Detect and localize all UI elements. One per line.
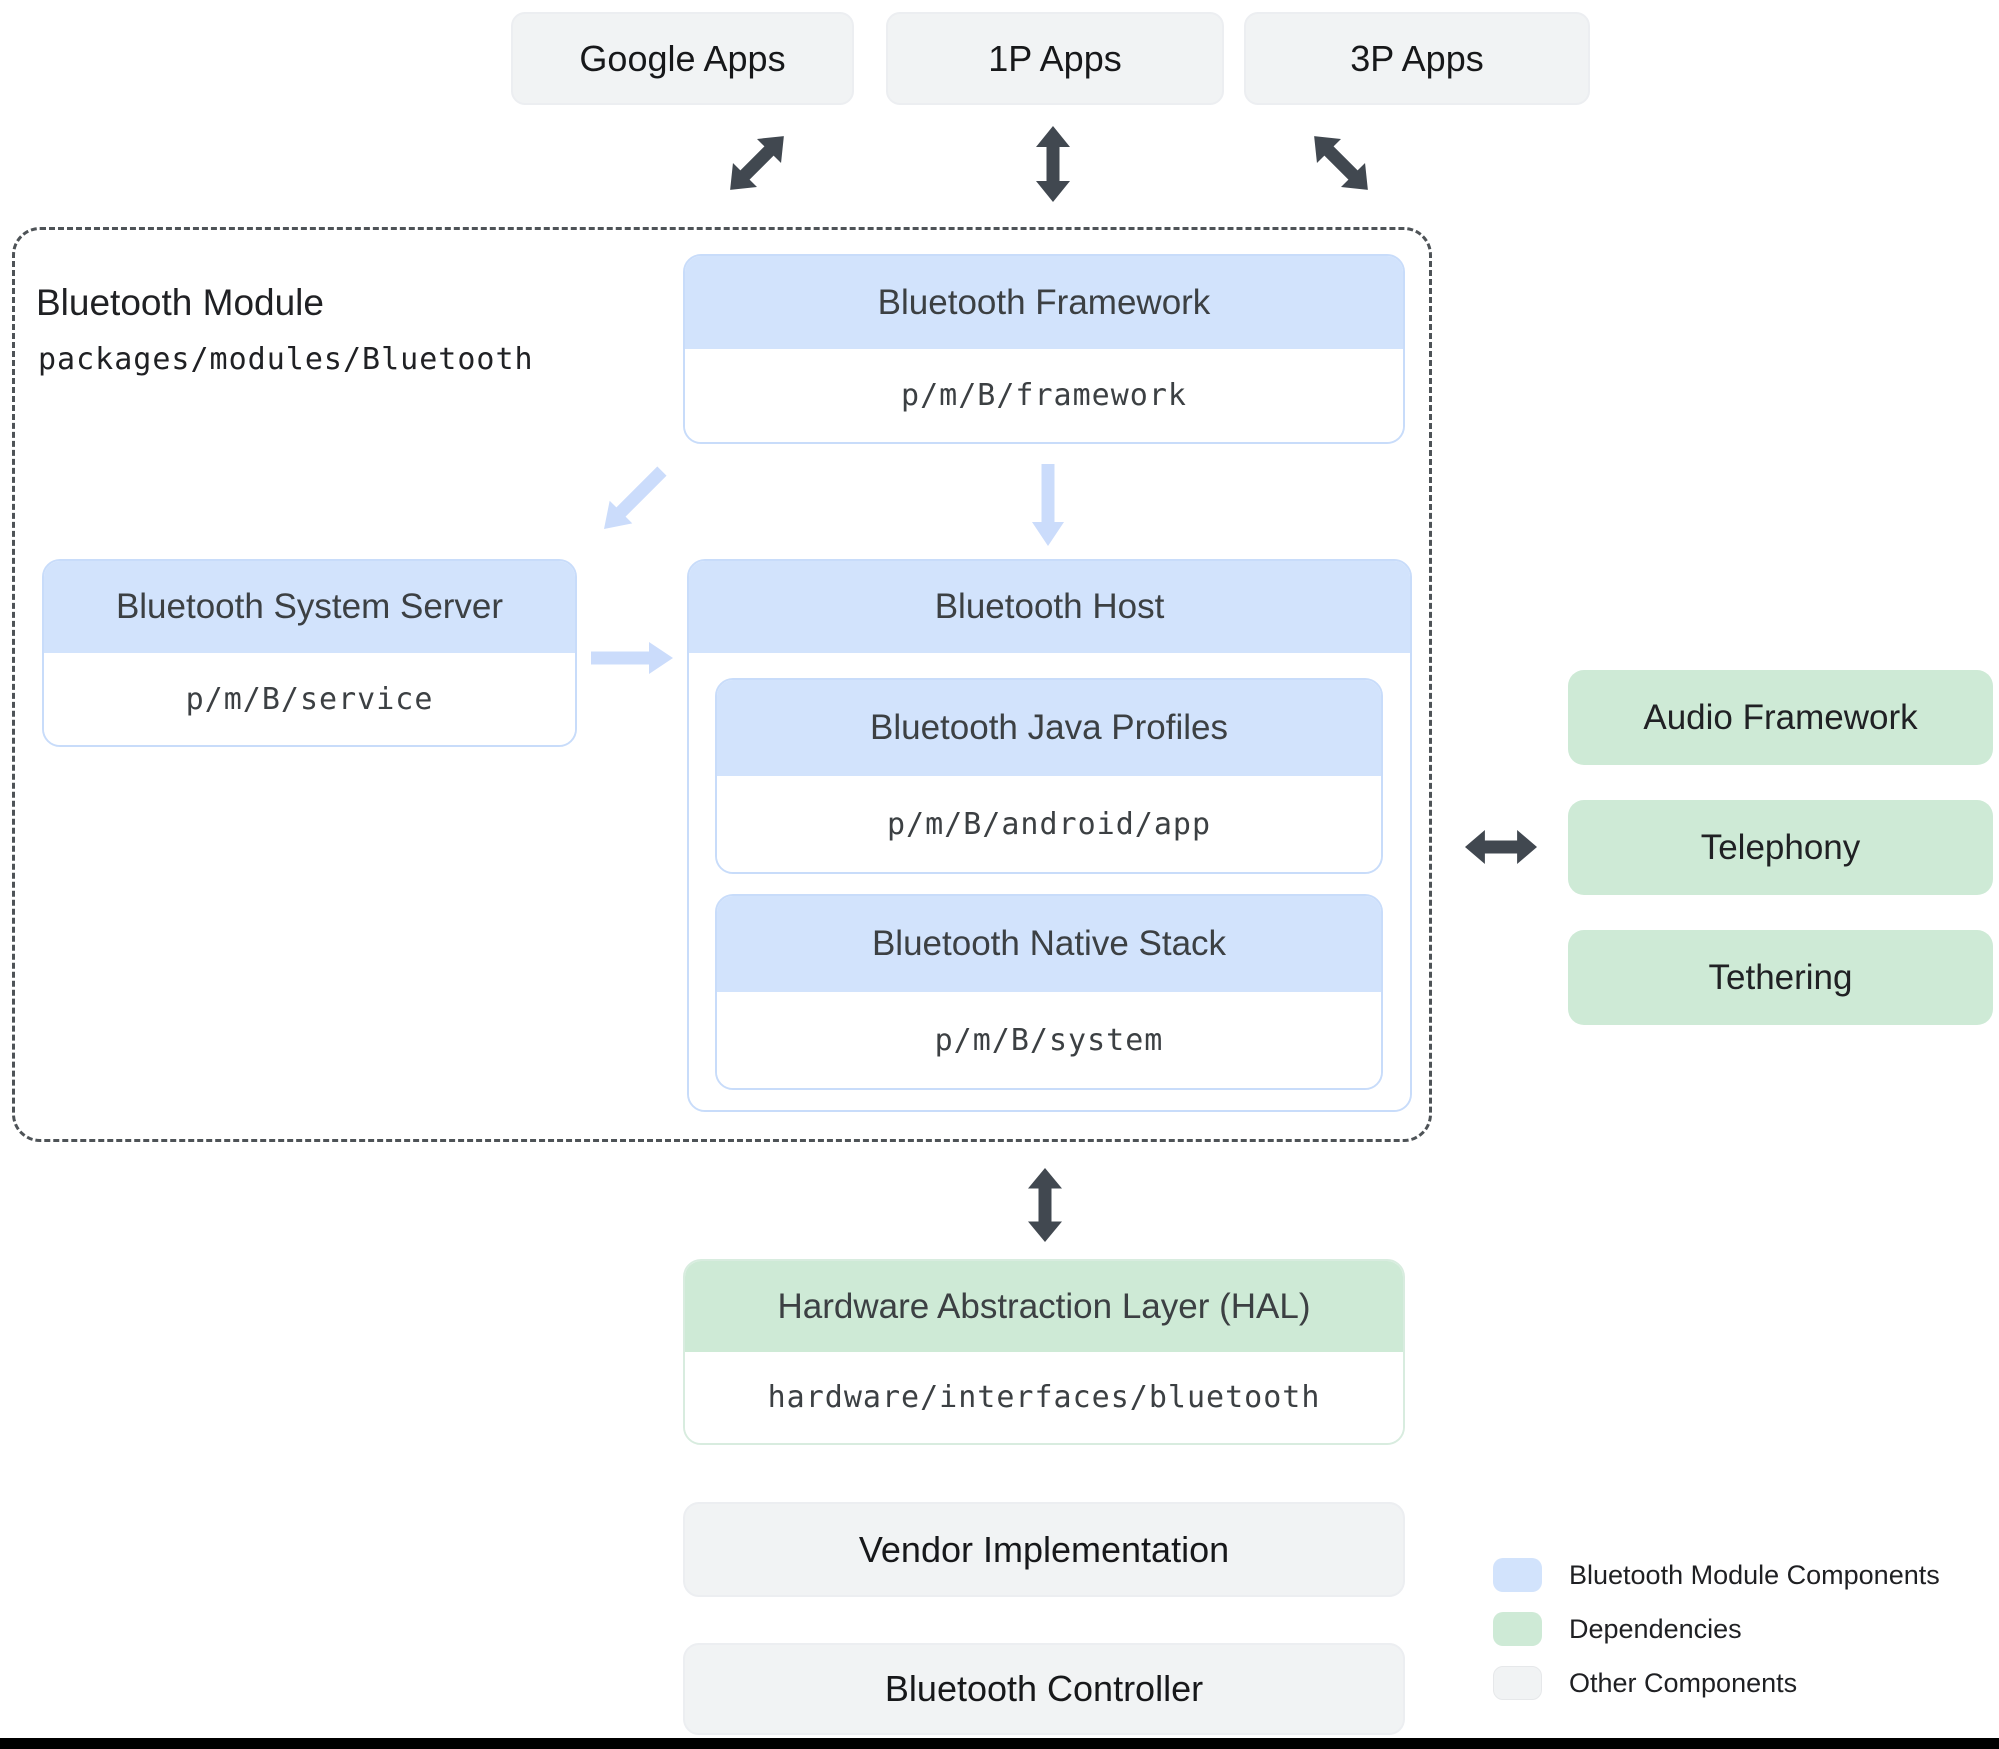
system-server-to-host-arrow-icon: [591, 641, 673, 675]
bluetooth-java-profiles-path: p/m/B/android/app: [717, 776, 1381, 872]
bluetooth-module-container: [12, 227, 1432, 1142]
legend-label-module-components: Bluetooth Module Components: [1569, 1559, 1940, 1590]
legend-row-other-components: Other Components: [1493, 1666, 1797, 1700]
bluetooth-host-title: Bluetooth Host: [689, 561, 1410, 653]
audio-framework-box: Audio Framework: [1568, 670, 1993, 765]
bluetooth-framework-box: Bluetooth Framework p/m/B/framework: [683, 254, 1405, 444]
hal-path: hardware/interfaces/bluetooth: [685, 1352, 1403, 1443]
3p-apps-double-arrow-icon: [1302, 124, 1380, 202]
google-apps-double-arrow-icon: [718, 124, 796, 202]
bluetooth-controller-box: Bluetooth Controller: [683, 1643, 1405, 1735]
telephony-box: Telephony: [1568, 800, 1993, 895]
bluetooth-native-stack-title: Bluetooth Native Stack: [717, 896, 1381, 992]
tethering-box: Tethering: [1568, 930, 1993, 1025]
bottom-edge-bar: [0, 1738, 1999, 1749]
google-apps-box: Google Apps: [511, 12, 854, 105]
legend-row-dependencies: Dependencies: [1493, 1612, 1742, 1646]
hal-box: Hardware Abstraction Layer (HAL) hardwar…: [683, 1259, 1405, 1445]
bluetooth-system-server-box: Bluetooth System Server p/m/B/service: [42, 559, 577, 747]
legend-label-dependencies: Dependencies: [1569, 1613, 1742, 1644]
framework-to-host-arrow-icon: [1031, 464, 1065, 546]
bluetooth-system-server-path: p/m/B/service: [44, 653, 575, 745]
legend-swatch-green: [1493, 1612, 1542, 1646]
3p-apps-box: 3P Apps: [1244, 12, 1590, 105]
bluetooth-java-profiles-title: Bluetooth Java Profiles: [717, 680, 1381, 776]
legend-label-other-components: Other Components: [1569, 1667, 1798, 1698]
legend-row-module-components: Bluetooth Module Components: [1493, 1558, 1940, 1592]
1p-apps-box: 1P Apps: [886, 12, 1224, 105]
hal-title: Hardware Abstraction Layer (HAL): [685, 1261, 1403, 1352]
1p-apps-double-arrow-icon: [1036, 126, 1070, 202]
framework-to-system-server-arrow-icon: [592, 459, 674, 541]
vendor-implementation-box: Vendor Implementation: [683, 1502, 1405, 1597]
bluetooth-framework-path: p/m/B/framework: [685, 349, 1403, 442]
bluetooth-native-stack-path: p/m/B/system: [717, 992, 1381, 1088]
bluetooth-module-path: packages/modules/Bluetooth: [38, 342, 534, 377]
module-dependencies-double-arrow-icon: [1465, 830, 1537, 864]
legend-swatch-blue: [1493, 1558, 1542, 1592]
bluetooth-framework-title: Bluetooth Framework: [685, 256, 1403, 349]
bluetooth-java-profiles-box: Bluetooth Java Profiles p/m/B/android/ap…: [715, 678, 1383, 874]
module-hal-double-arrow-icon: [1028, 1168, 1062, 1242]
bluetooth-native-stack-box: Bluetooth Native Stack p/m/B/system: [715, 894, 1383, 1090]
legend-swatch-gray: [1493, 1666, 1542, 1700]
bluetooth-system-server-title: Bluetooth System Server: [44, 561, 575, 653]
bluetooth-module-title: Bluetooth Module: [36, 282, 324, 323]
